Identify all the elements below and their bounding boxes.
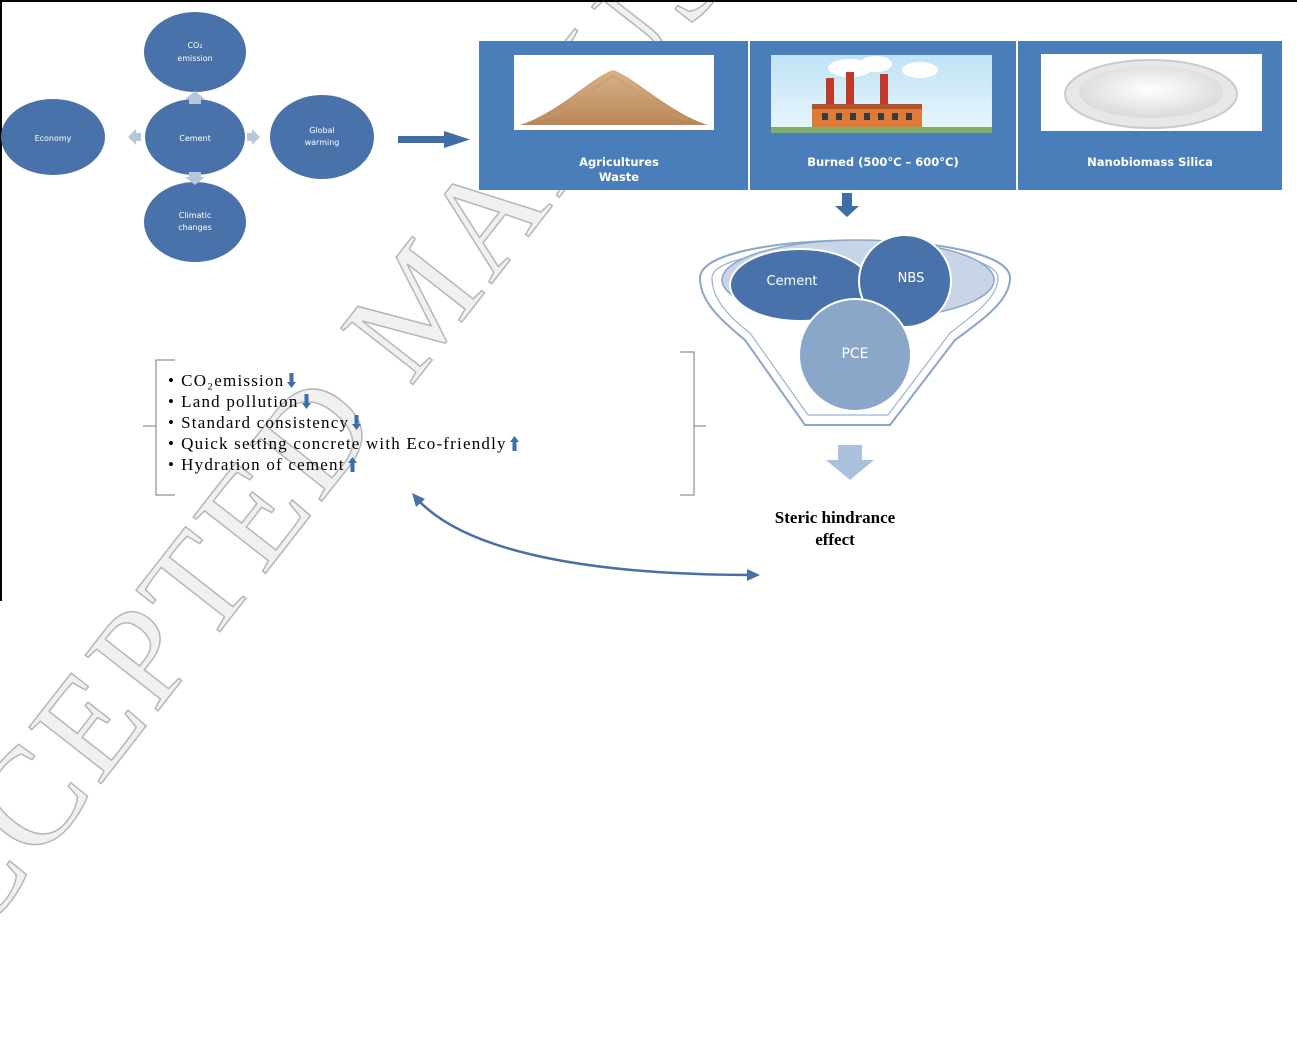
right-bracket <box>680 351 706 496</box>
arrow-right-big-icon <box>398 131 470 148</box>
node-economy-label: Economy <box>35 134 72 143</box>
arrow-left-icon <box>128 129 141 145</box>
node-climatic-label: Climatic <box>179 211 211 220</box>
node-co2-label: CO₂ <box>187 41 202 50</box>
result-label: Steric hindrance effect <box>774 508 896 549</box>
arrow-down-icon <box>301 394 311 409</box>
arrow-up-icon <box>347 457 357 472</box>
figure-frame <box>0 0 1297 601</box>
diagram-canvas: CO₂ emission Economy Cement Global warmi… <box>1 12 1282 581</box>
funnel-cement-label: Cement <box>766 274 817 289</box>
agricultural-waste-image <box>514 55 714 130</box>
arrow-down-to-funnel-icon <box>835 193 859 217</box>
funnel-nbs-circle <box>858 234 952 328</box>
benefit-item: •Land pollution <box>168 391 519 412</box>
node-global-warming <box>270 95 374 179</box>
arrow-right-icon <box>247 129 260 145</box>
funnel-pce-circle <box>798 298 912 412</box>
funnel-pce-label: PCE <box>841 346 868 362</box>
node-climatic <box>144 182 246 262</box>
node-co2-label-2: emission <box>177 54 212 63</box>
benefit-item: •Quick setting concrete with Eco-friendl… <box>168 433 519 454</box>
panel-label-burned: Burned (500°C – 600°C) <box>807 155 959 169</box>
panel-label-agriculture: Agricultures Waste <box>579 155 659 184</box>
mixing-funnel: Cement NBS PCE <box>698 234 1012 426</box>
benefit-item: •Hydration of cement <box>168 454 519 475</box>
node-cement-label: Cement <box>179 134 210 143</box>
silica-powder-image <box>1041 54 1262 131</box>
node-co2 <box>144 12 246 92</box>
arrow-down-icon <box>185 172 205 185</box>
arrow-up-icon <box>509 436 519 451</box>
benefit-item: •CO₂emission <box>168 370 519 391</box>
node-global-label: Global <box>309 126 335 135</box>
process-band <box>479 41 1282 190</box>
panel-label-silica: Nanobiomass Silica <box>1087 155 1213 169</box>
node-climatic-label-2: changes <box>178 223 212 232</box>
benefit-item: •Standard consistency <box>168 412 519 433</box>
funnel-nbs-label: NBS <box>898 271 925 286</box>
left-bracket <box>143 359 175 496</box>
curved-connector-arrow <box>412 493 760 581</box>
arrow-down-to-result-icon <box>826 445 874 480</box>
node-economy <box>1 99 105 175</box>
arrow-down-icon <box>287 373 297 388</box>
issue-cluster: CO₂ emission Economy Cement Global warmi… <box>1 12 374 262</box>
arrow-up-icon <box>185 91 205 104</box>
arrow-down-icon <box>352 415 362 430</box>
node-global-label-2: warming <box>305 138 340 147</box>
node-cement-center <box>145 99 245 175</box>
benefits-list: •CO₂emission •Land pollution •Standard c… <box>168 370 519 475</box>
burning-factory-image <box>771 55 992 133</box>
